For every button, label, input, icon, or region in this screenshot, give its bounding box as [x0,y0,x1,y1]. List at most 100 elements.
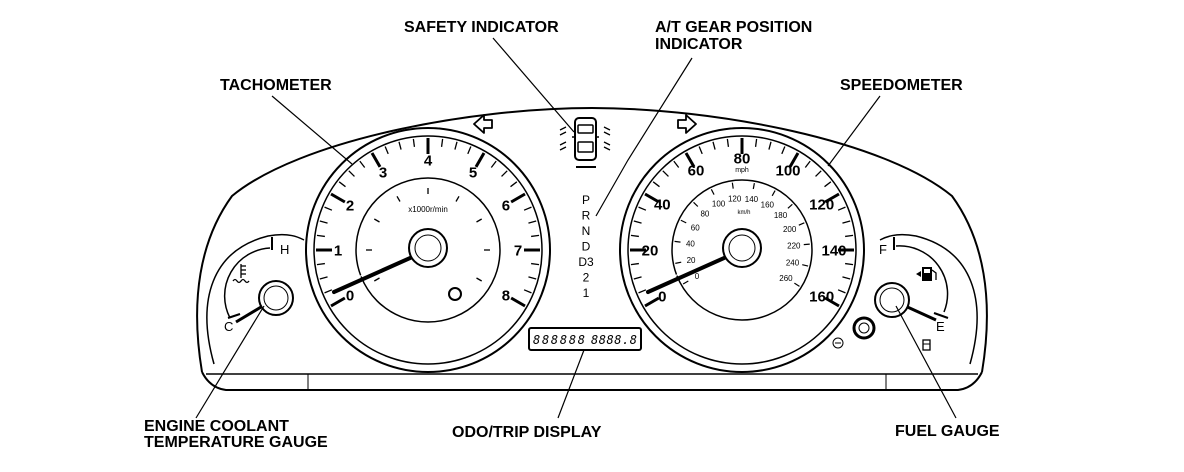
tachometer-inner-ticks [366,188,490,282]
label-engine-coolant-line2: TEMPERATURE GAUGE [144,434,328,451]
tachometer-number: 6 [502,197,510,214]
temp-high-label: H [280,242,289,257]
speedometer-outer-ring [619,127,865,373]
speedometer-mph-number: 100 [775,163,800,180]
speedometer-kmh-tick [674,240,681,243]
tachometer-minor-tick [510,181,518,188]
temp-gauge-arc [223,247,271,319]
speedometer-mph-minor-tick [815,170,822,177]
speedometer-mph-minor-tick [824,181,832,188]
speedometer-mph-minor-tick [630,262,639,266]
speedometer-kmh-number: 240 [786,258,800,267]
tachometer-minor-tick [319,220,328,224]
speedometer-mph-minor-tick [768,141,772,150]
leader-line-coolant [195,305,265,419]
tachometer-number: 2 [346,197,354,214]
tachometer-minor-tick [454,141,458,150]
speedometer-kmh-tick [798,222,805,226]
speedometer-mph-number: 60 [688,163,705,180]
fuel-gauge: F E [874,237,949,351]
speedometer-mph-number: 20 [642,242,659,259]
speedometer-mph-minor-tick [662,170,669,177]
fuel-empty-label: E [936,319,945,334]
speedometer-mph-ticks [630,138,854,308]
safety-indicator-car-icon [559,117,611,168]
tachometer-major-tick [510,192,526,204]
tachometer-minor-tick [384,146,389,155]
speedometer-mph-minor-tick [845,234,854,238]
odo-display-frame [528,327,642,351]
brightness-knob-icon [832,337,844,349]
tachometer-minor-tick [440,138,444,147]
tachometer-minor-tick [316,262,325,266]
speedometer-kmh-number: 40 [686,239,695,248]
tachometer-inner-tick [373,218,380,223]
tachometer-outer-ring [305,127,551,373]
speedometer-mph-major-tick [824,296,840,308]
speedometer-inner-face [671,179,813,321]
fuel-full-label: F [879,242,887,257]
speedometer-kmh-number: 80 [700,210,709,219]
temp-cold-label: C [224,319,233,334]
speedometer-kmh-number: 260 [779,274,793,283]
temperature-gauge: H C [223,237,294,334]
callout-labels: SAFETY INDICATOR A/T GEAR POSITION INDIC… [144,19,1000,451]
speedometer-kmh-tick [794,282,800,287]
select-reset-knob [852,316,876,340]
label-safety-indicator: SAFETY INDICATOR [404,19,559,36]
fuel-pump-icon [916,267,937,281]
speedometer-mph-minor-tick [698,146,703,155]
speedometer-mph-minor-tick [837,289,846,294]
odo-left-digits: 888888 [533,333,585,347]
tachometer-unit: x1000r/min [408,205,448,214]
speedometer-kmh-tick [803,243,810,246]
label-at-gear-line1: A/T GEAR POSITION [655,19,812,36]
tachometer-major-tick [370,152,382,168]
speedometer-kmh-number: 220 [787,242,801,251]
tachometer-number: 5 [469,164,477,181]
tachometer-minor-tick [523,206,532,211]
odo-right-digits: 8888.8 [591,333,637,347]
speedometer-kmh-number: 160 [761,201,775,210]
speedometer-mph-major-tick [644,296,660,308]
leader-line-tachometer [271,95,353,165]
gear-position-letter: D3 [578,255,594,269]
tachometer-minor-tick [467,146,472,155]
speedometer-kmh-number: 120 [728,195,742,204]
tachometer-minor-tick [324,206,333,211]
tachometer-minor-tick [528,220,537,224]
tachometer-minor-tick [531,234,540,238]
speedometer-mph-number: 160 [809,288,834,305]
tachometer-inner-tick [455,195,460,202]
speedometer-kmh-tick [675,261,682,264]
speedometer-mph-minor-tick [726,138,730,147]
tachometer-bezel [313,135,543,365]
tachometer-major-tick [330,192,346,204]
fuel-gauge-arc [895,245,949,313]
gear-position-letter: N [582,224,591,238]
gear-position-letter: D [582,240,591,254]
speedometer-kmh-tick [693,201,699,207]
speedometer-mph-minor-tick [630,234,639,238]
speedometer-mph-minor-tick [754,138,758,147]
label-tachometer: TACHOMETER [220,77,332,94]
speedometer-mph-minor-tick [712,141,716,150]
temp-gauge-housing [206,233,305,365]
tachometer-inner-face [355,177,501,323]
speedometer-mph-number: 80 [734,150,751,167]
odo-trip-display: 888888 8888.8 [528,327,642,351]
tachometer-major-tick [474,152,486,168]
tachometer-minor-tick [531,262,540,266]
tachometer-minor-tick [324,289,333,294]
tachometer-major-tick [330,296,346,308]
speedometer-mph-minor-tick [638,206,647,211]
tachometer-reset-knob [448,287,462,301]
speedometer-mph-minor-tick [638,289,647,294]
cluster-housing [196,106,988,391]
speedometer-mph-number: 0 [658,288,666,305]
